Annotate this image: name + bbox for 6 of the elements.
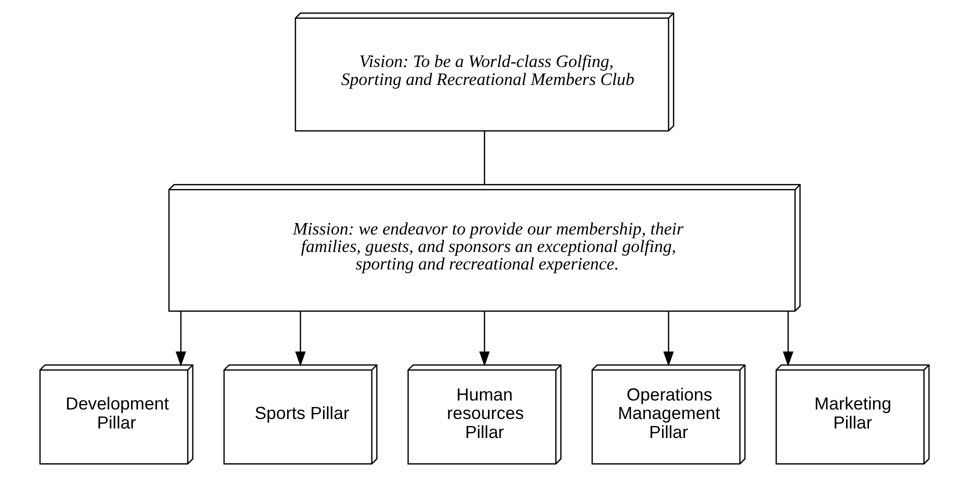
arrow: [294, 311, 306, 367]
connector: [483, 131, 485, 184]
arrow: [175, 311, 186, 367]
arrow: [782, 311, 793, 367]
arrow: [478, 311, 490, 367]
arrow: [662, 311, 674, 367]
